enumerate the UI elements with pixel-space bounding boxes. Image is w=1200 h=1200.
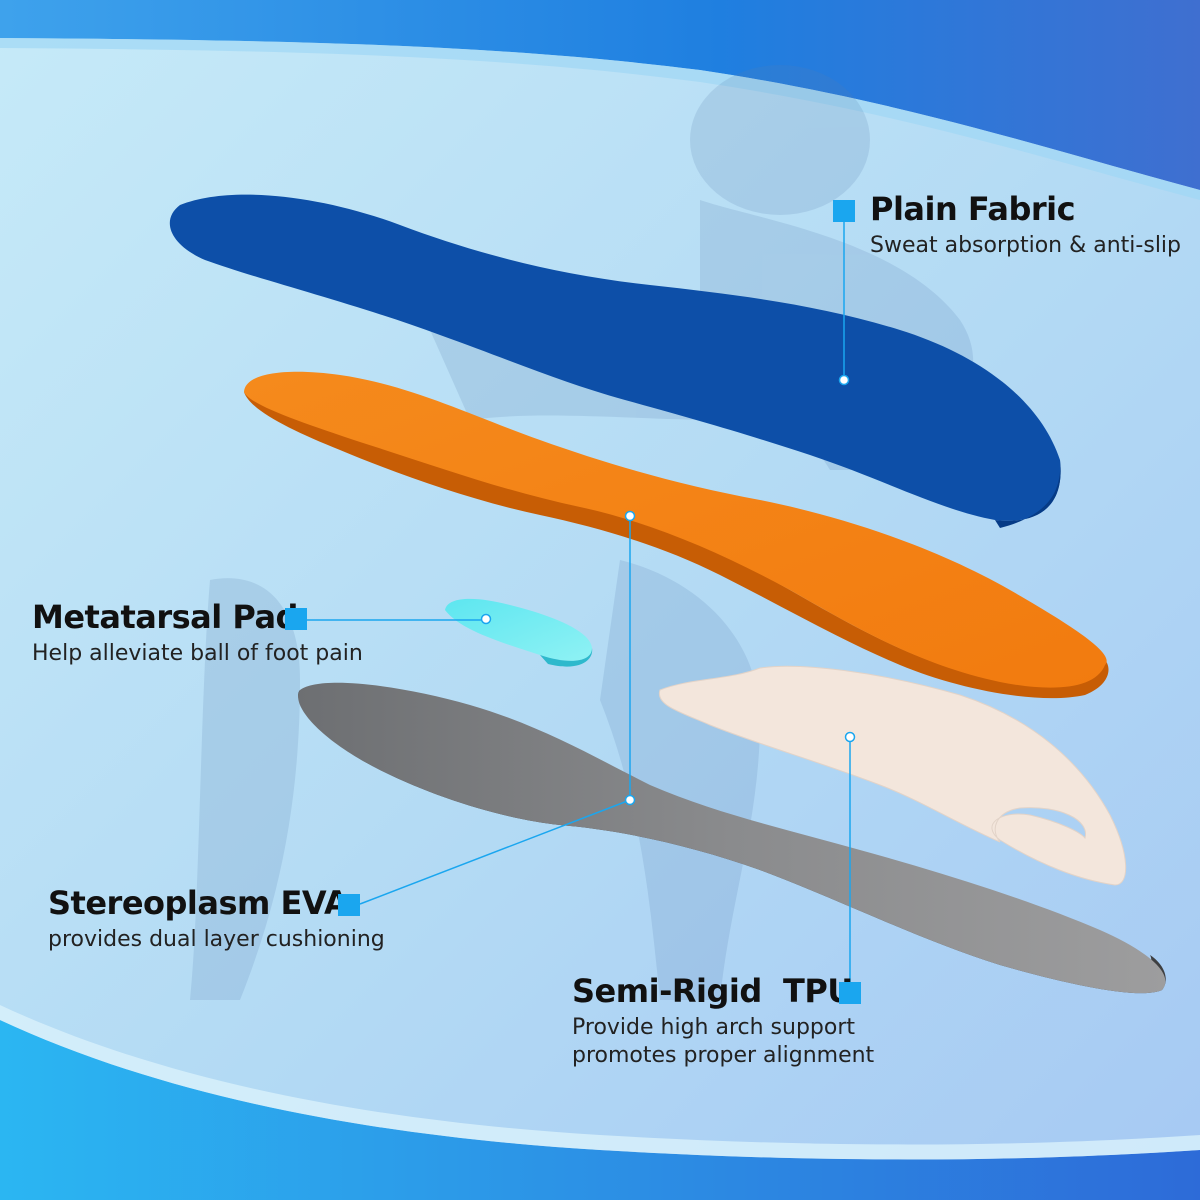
plain-fabric-marker: [833, 200, 855, 222]
semi-rigid-tpu-description-line-1: Provide high arch support: [572, 1015, 856, 1040]
semi-rigid-tpu-description-line-2: promotes proper alignment: [572, 1043, 875, 1068]
stereoplasm-eva-marker: [338, 894, 360, 916]
stereoplasm-eva-description: provides dual layer cushioning: [48, 927, 385, 952]
stereoplasm-eva-insole: [244, 371, 1109, 699]
callout-lines: [304, 222, 851, 992]
metatarsal-pad-marker: [285, 608, 307, 630]
stereoplasm-eva-label: Stereoplasm EVA provides dual layer cush…: [48, 884, 385, 954]
metatarsal-pad-title: Metatarsal Pad: [32, 598, 298, 636]
plain-fabric-label: Plain Fabric Sweat absorption & anti-sli…: [870, 190, 1181, 260]
plain-fabric-description: Sweat absorption & anti-slip: [870, 233, 1182, 258]
callout-dots: [480, 374, 856, 806]
semi-rigid-tpu-title: Semi-Rigid TPU: [572, 972, 853, 1010]
metatarsal-pad-description: Help alleviate ball of foot pain: [32, 641, 363, 666]
metatarsal-pad-shape: [445, 598, 593, 667]
semi-rigid-tpu-marker: [839, 982, 861, 1004]
semi-rigid-tpu-plate: [658, 665, 1127, 886]
semi-rigid-tpu-label: Semi-Rigid TPU Provide high arch support…: [572, 972, 874, 1070]
metatarsal-pad-label: Metatarsal Pad Help alleviate ball of fo…: [32, 598, 363, 668]
top-wave-band: [0, 0, 1200, 190]
bottom-wave-band: [0, 1020, 1200, 1200]
plain-fabric-insole: [169, 194, 1061, 528]
stereoplasm-eva-title: Stereoplasm EVA: [48, 884, 349, 922]
eva-base-insole: [298, 682, 1166, 994]
plain-fabric-title: Plain Fabric: [870, 190, 1076, 228]
